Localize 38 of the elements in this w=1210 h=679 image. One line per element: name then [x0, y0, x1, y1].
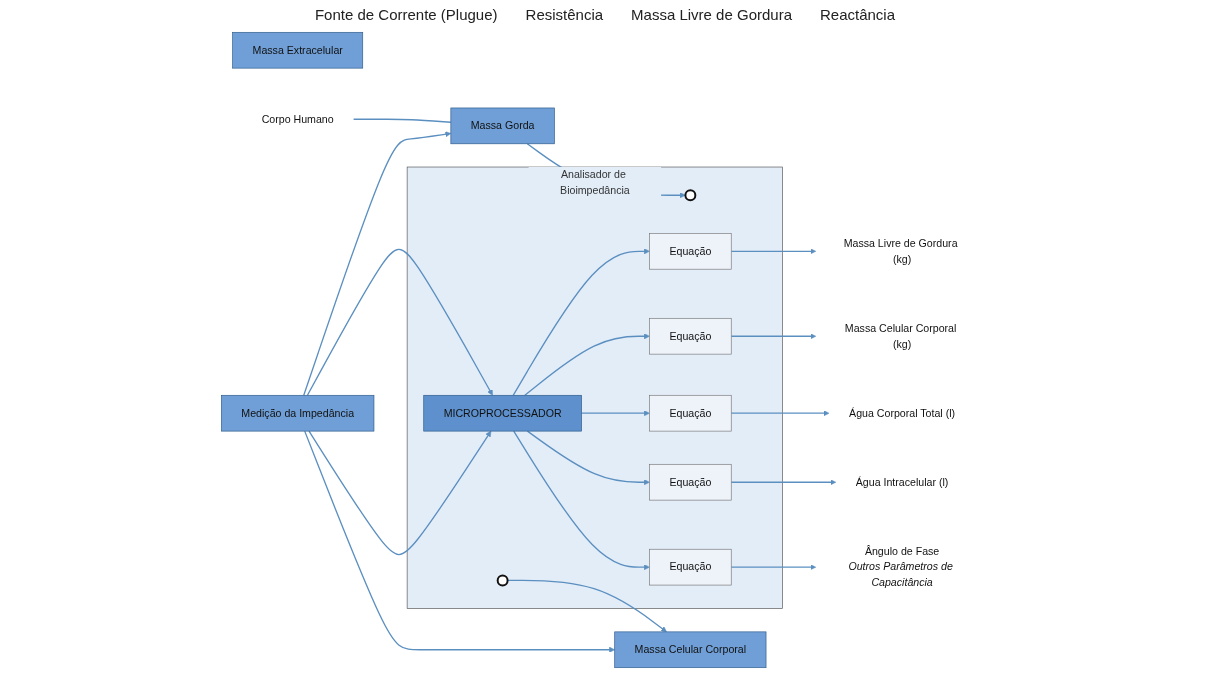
node-text: Corpo Humano [261, 113, 334, 125]
arrow [524, 333, 650, 396]
arrow [303, 131, 452, 396]
arrow [730, 479, 837, 486]
node-circle [684, 189, 697, 202]
connector [353, 118, 452, 123]
node-text: Massa Celular Corporal (kg) [844, 322, 957, 350]
node-box: Medição da Impedância [221, 394, 375, 432]
node-box: Equação [649, 233, 732, 270]
arrow [308, 430, 492, 556]
node-box: Massa Extracelular [232, 32, 364, 69]
arrow [730, 564, 817, 571]
node-box: Equação [649, 318, 732, 355]
arrow [512, 248, 650, 396]
node-text: Água Intracelular (l) [855, 476, 949, 488]
node-text: Massa Livre de Gordura (kg) [843, 237, 958, 265]
annotation-text: Massa Livre de Gordura [631, 6, 792, 23]
arrow [730, 410, 830, 417]
node-box: Equação [649, 463, 732, 501]
arrow [526, 430, 650, 486]
annotation-text: Fonte de Corrente (Plugue) [314, 6, 498, 23]
node-box: MICROPROCESSADOR [423, 394, 582, 432]
annotation-text: Resistência [525, 6, 604, 23]
arrow [507, 579, 667, 633]
node-text: Ângulo de Fase Outros Parâmetros de Capacitância [848, 545, 953, 589]
annotation-text: Reactância [820, 6, 896, 23]
arrow [513, 430, 650, 571]
node-box: Massa Gorda [450, 107, 555, 145]
node-box: Equação [649, 548, 732, 586]
arrow [581, 410, 650, 417]
node-box: Massa Celular Corporal [614, 631, 767, 669]
node-text: Água Corporal Total (l) [849, 407, 956, 419]
node-box: Equação [649, 394, 732, 432]
arrow [306, 248, 493, 396]
arrow [730, 333, 817, 340]
arrow [304, 430, 616, 653]
node-circle [496, 574, 509, 587]
arrow [730, 248, 817, 255]
